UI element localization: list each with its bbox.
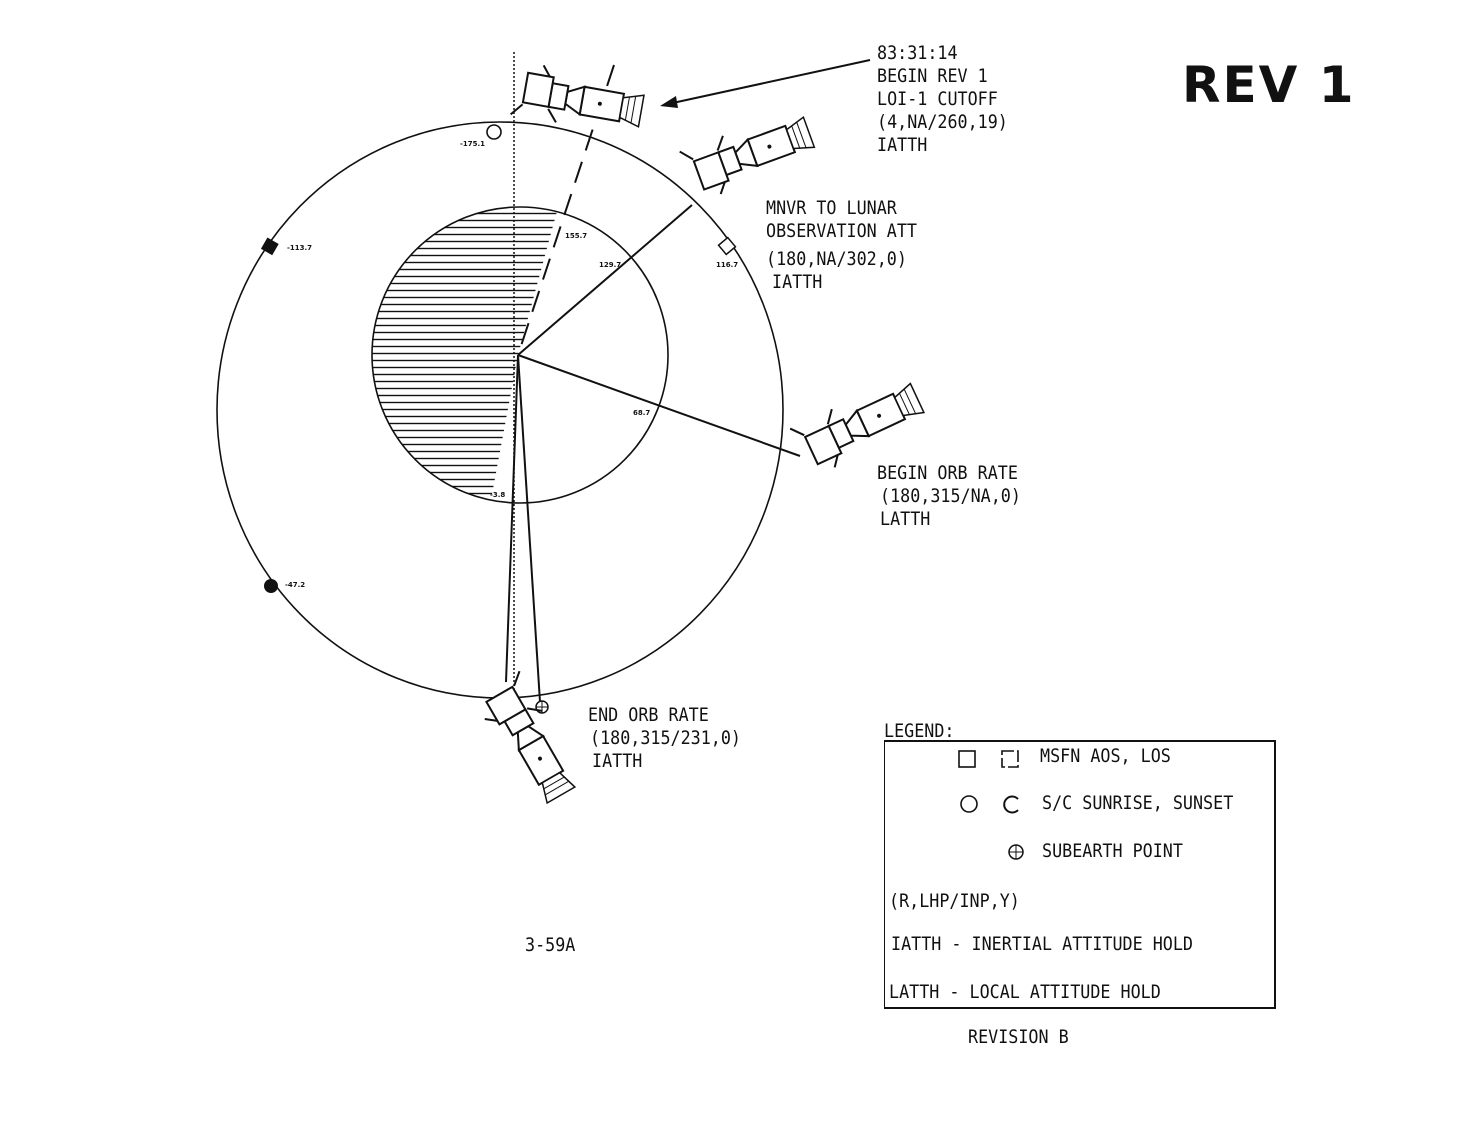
mnvr-line <box>517 204 693 356</box>
event-label: BEGIN ORB RATE <box>877 462 1018 484</box>
event-attitude: (180,315/NA,0) <box>880 485 1021 507</box>
event-mode: IATTH <box>772 271 823 293</box>
tick-label: -113.7 <box>287 244 313 252</box>
event-mode: LATTH <box>880 508 931 530</box>
event-attitude: (4,NA/260,19) <box>877 111 1008 133</box>
spacecraft-loi-icon <box>509 60 648 138</box>
sunrise-marker <box>486 124 502 140</box>
page-number: 3-59A <box>525 934 576 956</box>
legend-sc: S/C SUNRISE, SUNSET <box>1042 792 1234 814</box>
event-label: OBSERVATION ATT <box>766 220 918 242</box>
tick-label: -175.1 <box>460 140 486 148</box>
event-attitude: (180,NA/302,0) <box>766 248 907 270</box>
legend <box>884 740 1276 1009</box>
legend-subearth-icon <box>1008 844 1024 860</box>
event-label: MNVR TO LUNAR <box>766 197 897 219</box>
aos-marker <box>717 236 737 256</box>
callout-arrow <box>667 59 871 105</box>
spacecraft-mnvr-icon <box>678 106 820 204</box>
moon <box>371 206 669 504</box>
event-mode: IATTH <box>592 750 643 772</box>
event-label: END ORB RATE <box>588 704 709 726</box>
event-attitude: (180,315/231,0) <box>590 727 742 749</box>
sunset-marker <box>264 579 278 593</box>
legend-iatth: IATTH - INERTIAL ATTITUDE HOLD <box>891 933 1193 955</box>
tick-label: 68.7 <box>633 409 651 417</box>
event-label: BEGIN REV 1 <box>877 65 988 87</box>
page-title: REV 1 <box>1182 56 1356 114</box>
tick-label: 116.7 <box>716 261 739 269</box>
legend-sc-icons <box>960 795 1019 814</box>
legend-msfn: MSFN AOS, LOS <box>1040 745 1171 767</box>
subearth-line <box>517 354 541 703</box>
tick-label: 129.7 <box>599 261 622 269</box>
revision: REVISION B <box>968 1026 1069 1048</box>
legend-format: (R,LHP/INP,Y) <box>889 890 1020 912</box>
end-orb-rate-line <box>505 354 519 683</box>
legend-subearth: SUBEARTH POINT <box>1042 840 1183 862</box>
event-label: LOI-1 CUTOFF <box>877 88 998 110</box>
spacecraft-end-orb-icon <box>471 670 585 811</box>
legend-latth: LATTH - LOCAL ATTITUDE HOLD <box>889 981 1161 1003</box>
legend-msfn-icons <box>958 750 1019 768</box>
legend-title: LEGEND: <box>884 720 955 742</box>
tick-label: 155.7 <box>565 232 588 240</box>
begin-orb-rate-line <box>517 354 801 457</box>
tick-label: -47.2 <box>285 581 306 589</box>
moon-dark-side <box>372 207 560 503</box>
los-marker <box>260 237 279 256</box>
tick-label: -3.8 <box>490 491 506 499</box>
event-mode: IATTH <box>877 134 928 156</box>
event-time: 83:31:14 <box>877 42 958 64</box>
